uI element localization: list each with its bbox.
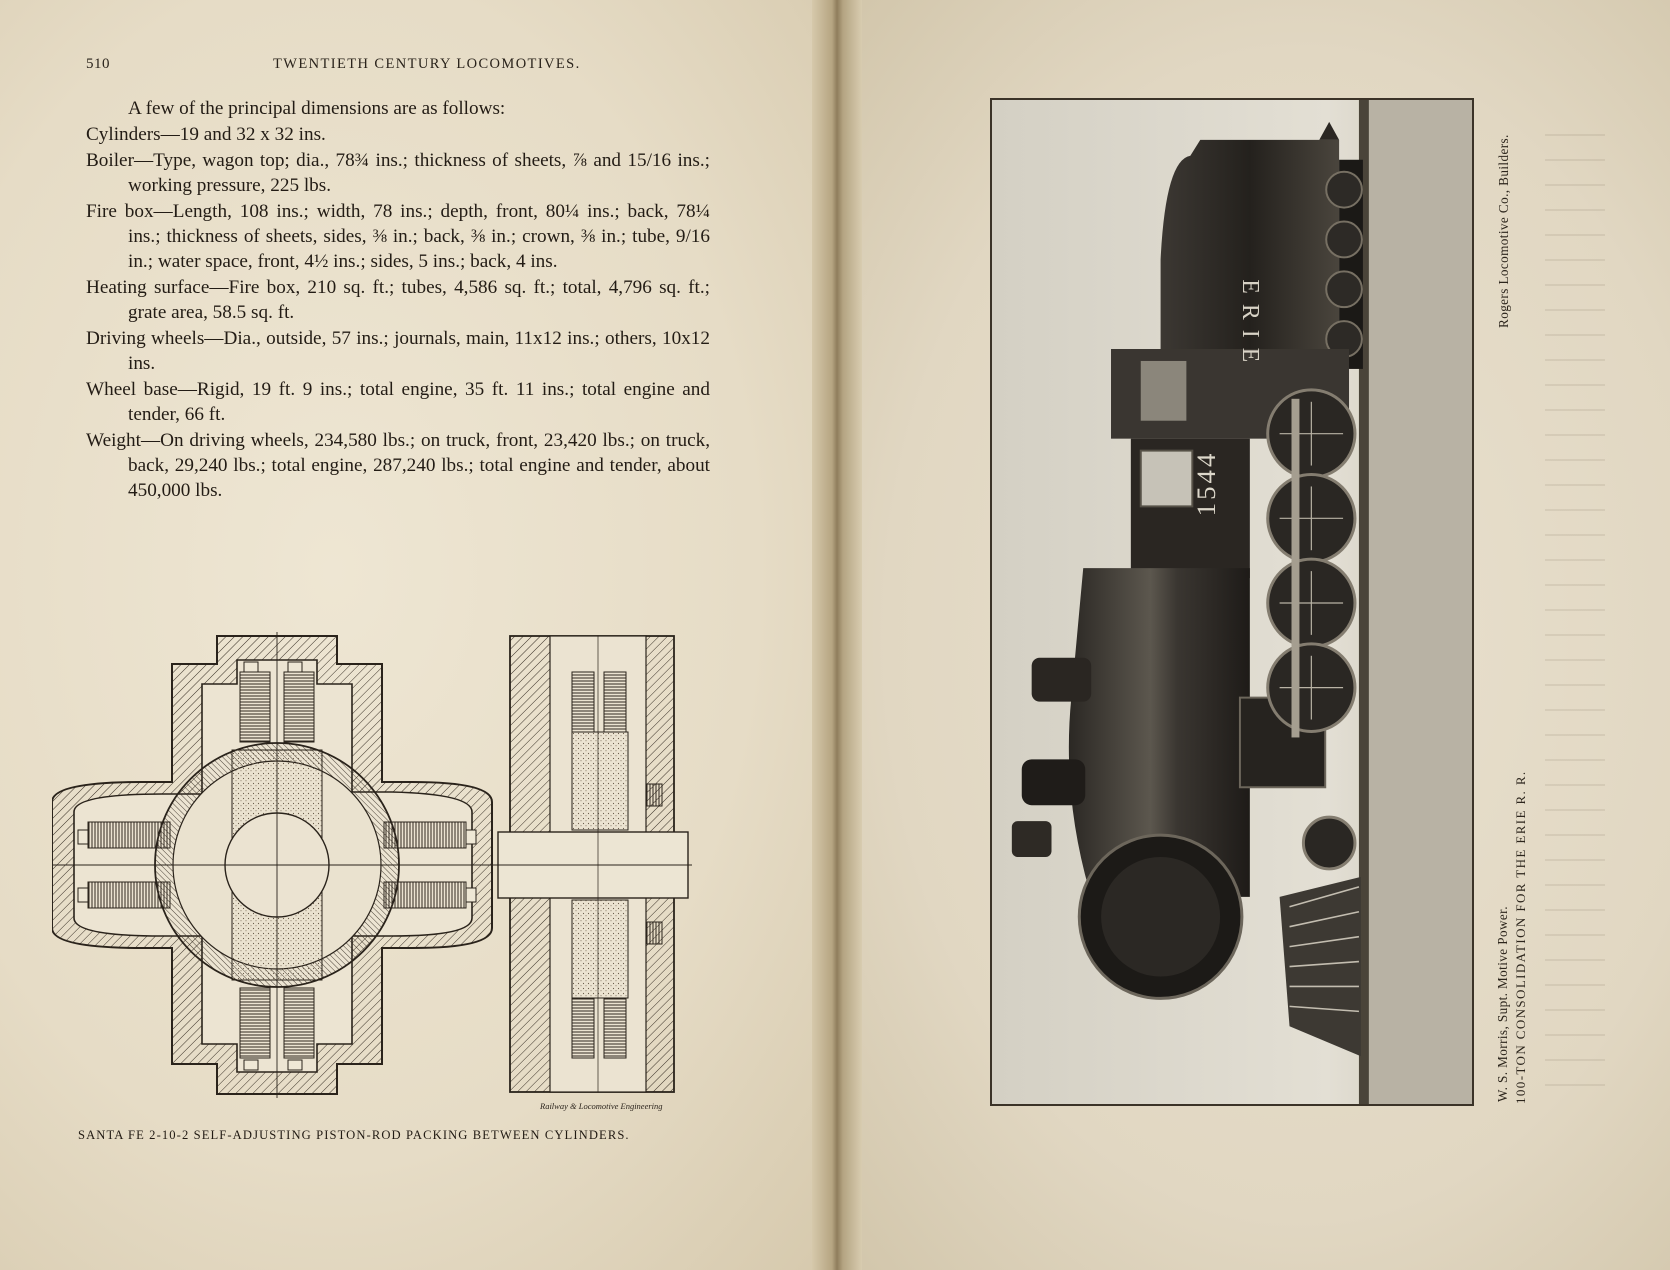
book-title: TWENTIETH CENTURY LOCOMOTIVES. [273, 56, 581, 72]
driving-wheels-paragraph: Driving wheels—Dia., outside, 57 ins.; j… [86, 328, 710, 374]
cross-section-view [52, 632, 502, 1098]
longitudinal-section-view [492, 635, 692, 1093]
plate-credit-motive-power: W. S. Morris, Supt. Motive Power. [1495, 906, 1510, 1102]
cab [1111, 349, 1350, 579]
wheel-spokes [1279, 401, 1344, 720]
cab-number: 1544 [1191, 451, 1221, 517]
boiler [1011, 568, 1327, 1000]
figure-caption: SANTA FE 2-10-2 SELF-ADJUSTING PISTON-RO… [78, 1128, 630, 1142]
heating-surface-paragraph: Heating surface—Fire box, 210 sq. ft.; t… [86, 277, 710, 323]
pilot [1279, 876, 1361, 1057]
tender [1160, 121, 1363, 369]
tender-lettering: ERIE [1237, 279, 1263, 372]
book-gutter [812, 0, 862, 1270]
fire-box-paragraph: Fire box—Length, 108 ins.; width, 78 ins… [86, 201, 710, 272]
cylinders-paragraph: Cylinders—19 and 32 x 32 ins. [86, 124, 326, 145]
intro-paragraph: A few of the principal dimensions are as… [128, 98, 506, 119]
plate-credit-builders: Rogers Locomotive Co., Builders. [1496, 134, 1511, 328]
dimensions-text: A few of the principal dimensions are as… [86, 96, 710, 504]
side-rod [1291, 398, 1300, 738]
weight-paragraph: Weight—On driving wheels, 234,580 lbs.; … [86, 430, 710, 501]
locomotive-photo: ERIE 1544 [992, 100, 1472, 1104]
plate-title: 100-TON CONSOLIDATION FOR THE ERIE R. R. [1513, 770, 1528, 1104]
engraver-credit: Railway & Locomotive Engineering [540, 1101, 663, 1111]
wheel-base-paragraph: Wheel base—Rigid, 19 ft. 9 ins.; total e… [86, 379, 710, 425]
left-page [0, 0, 832, 1270]
page-number: 510 [86, 56, 110, 72]
piston-rod-packing-diagram [52, 632, 692, 1098]
locomotive-photo-plate: ERIE 1544 [990, 98, 1474, 1106]
show-through-texture [1545, 120, 1605, 1100]
boiler-paragraph: Boiler—Type, wagon top; dia., 78¾ ins.; … [86, 150, 710, 196]
